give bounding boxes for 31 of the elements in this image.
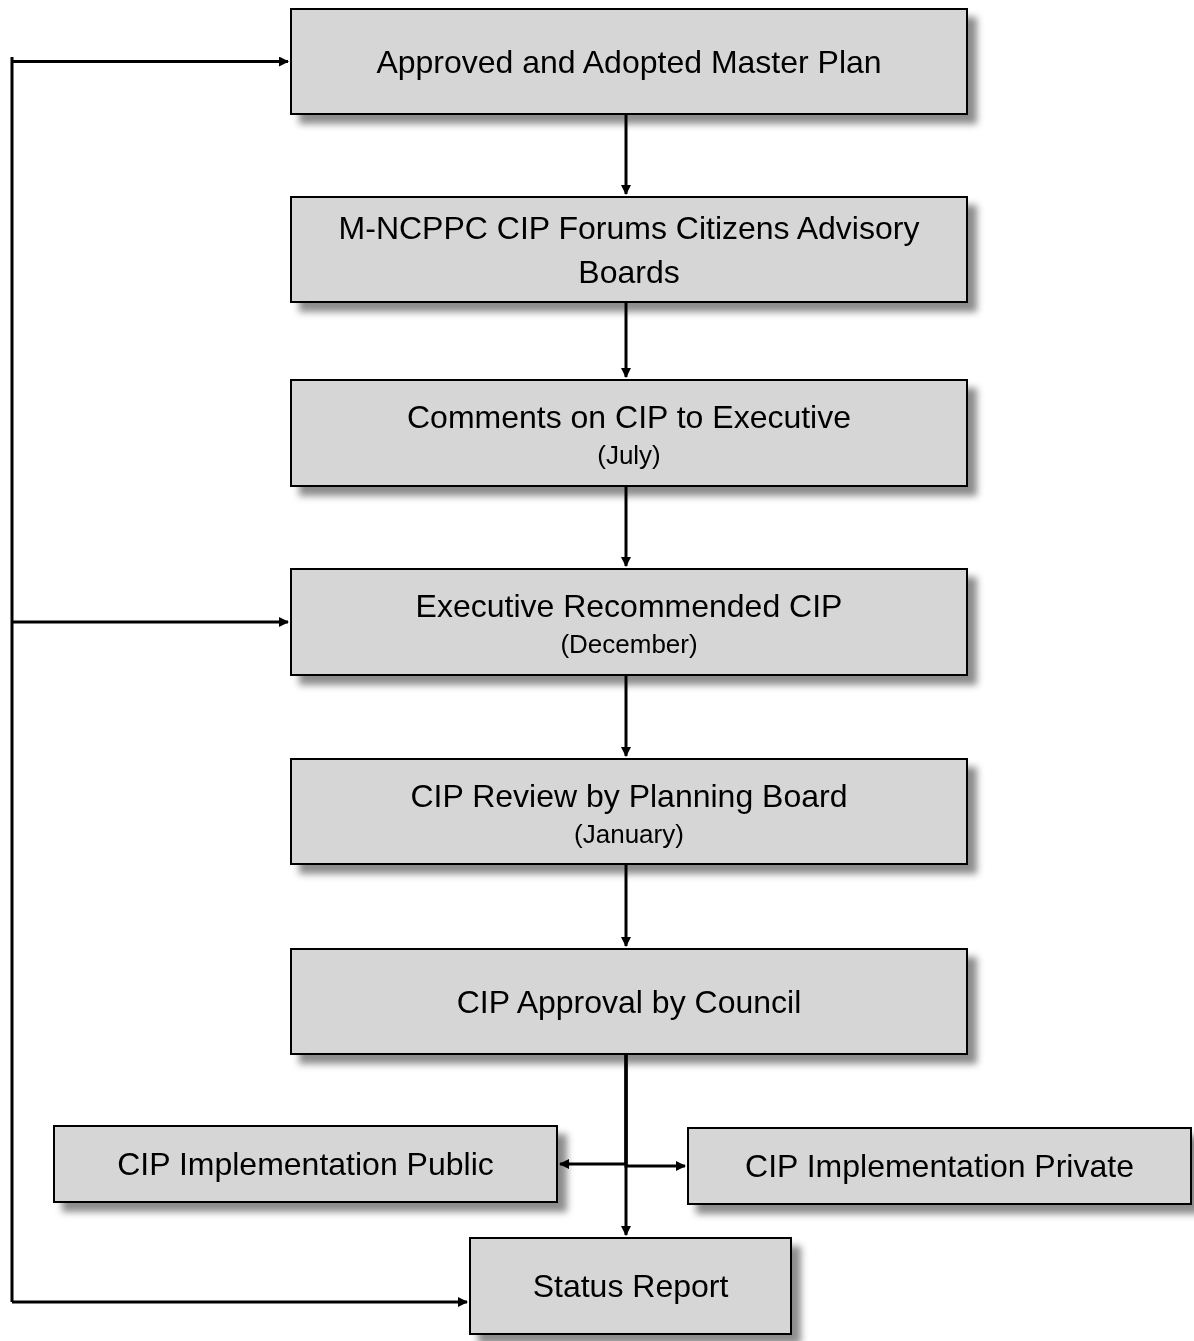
box-title: M-NCPPC CIP Forums Citizens Advisory Boards <box>337 208 921 292</box>
arrow <box>624 1055 686 1171</box>
arrow <box>621 676 631 757</box>
process-box <box>469 1237 792 1335</box>
feedback-line <box>10 57 14 1302</box>
process-box <box>687 1127 1192 1205</box>
arrow <box>621 115 631 195</box>
box-title: CIP Implementation Private <box>745 1147 1134 1186</box>
box-title: CIP Implementation Public <box>117 1145 494 1184</box>
arrow <box>12 1297 468 1307</box>
box-title: Status Report <box>532 1267 729 1306</box>
process-box <box>290 196 968 303</box>
process-box <box>53 1125 558 1203</box>
box-title: Comments on CIP to Executive <box>406 398 851 437</box>
process-box <box>290 8 968 115</box>
arrow <box>12 56 289 67</box>
box-title: Executive Recommended CIP <box>415 587 843 626</box>
process-box <box>290 568 968 676</box>
box-title: Approved and Adopted Master Plan <box>376 42 882 82</box>
process-box <box>290 379 968 487</box>
process-box <box>290 948 968 1055</box>
arrow <box>621 865 631 947</box>
arrow <box>12 617 289 627</box>
box-subtitle: (January) <box>574 817 684 850</box>
box-subtitle: (December) <box>560 628 698 660</box>
process-box <box>290 758 968 865</box>
arrow <box>621 303 631 378</box>
box-title: CIP Review by Planning Board <box>410 776 848 816</box>
arrow <box>621 487 631 567</box>
box-title: CIP Approval by Council <box>456 982 802 1022</box>
box-subtitle: (July) <box>597 439 661 471</box>
